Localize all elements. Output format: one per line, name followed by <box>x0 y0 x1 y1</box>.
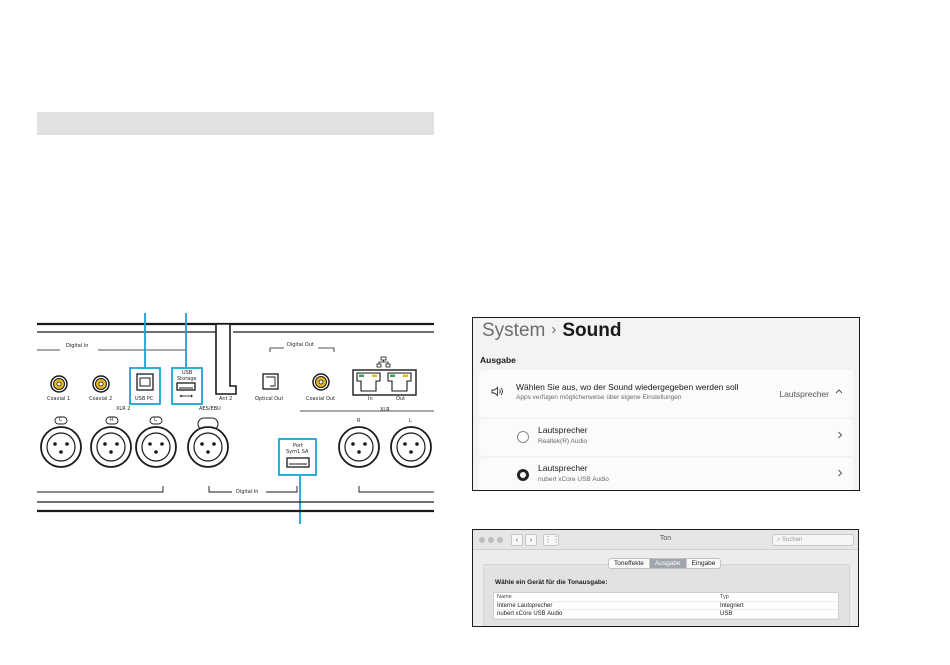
label-network-in: In <box>368 396 373 402</box>
minimize-window-button[interactable] <box>488 537 494 543</box>
label-port: Port <box>293 443 303 449</box>
device-type: Integriert <box>720 602 744 609</box>
device-detail: nubert xCore USB Audio <box>538 476 609 483</box>
label-digital-out: Digital Out <box>287 342 314 348</box>
macos-sound-preferences: ‹ › ⋮⋮ Ton ⌕ Suchen Toneffekte Ausgabe E… <box>472 529 859 627</box>
label-xlr2: XLR 2 <box>116 406 131 412</box>
back-button[interactable]: ‹ <box>511 534 523 546</box>
device-name: Interne Lautsprecher <box>497 602 553 609</box>
page-title: Sound <box>562 320 622 341</box>
chevron-right-icon[interactable] <box>837 431 843 442</box>
rear-panel-drawing <box>37 313 434 524</box>
device-row-realtek[interactable]: Lautsprecher Realtek(R) Audio <box>479 419 853 456</box>
label-xlr: XLR <box>380 407 390 413</box>
breadcrumb-system[interactable]: System <box>482 320 546 341</box>
title-bar: ‹ › ⋮⋮ Ton ⌕ Suchen <box>473 530 858 550</box>
choose-output-label: Wähle ein Gerät für die Tonausgabe: <box>495 579 608 586</box>
grid-icon[interactable]: ⋮⋮ <box>543 534 560 546</box>
search-icon: ⌕ <box>777 537 781 543</box>
label-coaxial-2: Coaxial 2 <box>89 396 113 402</box>
device-row-nubert[interactable]: Lautsprecher nubert xCore USB Audio <box>479 458 853 490</box>
column-name[interactable]: Name <box>497 594 512 600</box>
radio-nubert-selected[interactable] <box>517 469 529 481</box>
tab-output[interactable]: Ausgabe <box>649 559 687 568</box>
label-usb-pc: USB PC <box>135 396 154 402</box>
forward-button[interactable]: › <box>525 534 537 546</box>
label-l: L <box>154 417 157 423</box>
output-device-table: Name Typ Interne Lautsprecher Integriert… <box>493 592 839 620</box>
label-usb-storage-1: USB <box>182 370 193 376</box>
label-xlr2-r: R <box>110 417 114 423</box>
device-detail: Realtek(R) Audio <box>538 438 588 445</box>
output-device-selector[interactable]: Wählen Sie aus, wo der Sound wiedergegeb… <box>479 370 853 417</box>
label-aes-ebu: AES/EBU <box>199 406 221 412</box>
label-network-out: Out <box>396 396 406 402</box>
network-icon <box>376 356 391 368</box>
windows-sound-settings: System › Sound Ausgabe Wählen Sie aus, wo … <box>472 317 860 491</box>
tab-bar: Toneffekte Ausgabe Eingabe <box>608 558 722 569</box>
chevron-right-icon[interactable] <box>837 469 843 480</box>
tab-effects[interactable]: Toneffekte <box>609 559 650 568</box>
label-digital-in-bottom: Digital In <box>236 489 259 495</box>
zoom-window-button[interactable] <box>497 537 503 543</box>
window-title: Ton <box>659 535 672 542</box>
label-port-sym: Sym1 SA <box>286 449 309 455</box>
column-type[interactable]: Typ <box>720 594 729 600</box>
table-row[interactable]: nubert xCore USB Audio USB <box>494 610 838 619</box>
search-input[interactable]: ⌕ Suchen <box>772 534 854 546</box>
usb-icon <box>180 394 193 398</box>
device-name: Lautsprecher <box>538 463 588 473</box>
label-ant2: Ant 2 <box>219 396 233 402</box>
device-name: nubert xCore USB Audio <box>497 611 563 617</box>
close-window-button[interactable] <box>479 537 485 543</box>
breadcrumb: System › Sound <box>482 320 621 342</box>
choose-subtitle: Apps verfügen möglicherweise über eigene… <box>516 394 682 401</box>
search-placeholder: Suchen <box>782 537 803 543</box>
label-xlr-out-l: L <box>409 418 412 424</box>
label-usb-storage-2: Storage <box>177 376 197 382</box>
device-name: Lautsprecher <box>538 425 588 435</box>
gray-bar <box>37 112 434 135</box>
breadcrumb-separator: › <box>551 321 557 338</box>
device-type: USB <box>720 611 733 617</box>
rear-panel-diagram: Digital In Digital Out Digital In Coaxia… <box>0 310 440 530</box>
chevron-up-icon[interactable] <box>835 386 843 397</box>
label-coaxial-out: Coaxial Out <box>306 396 336 402</box>
label-xlr2-l: L <box>59 417 62 423</box>
label-coaxial-1: Coaxial 1 <box>47 396 71 402</box>
label-digital-in-top: Digital In <box>66 343 89 349</box>
section-heading-output: Ausgabe <box>480 355 516 365</box>
label-optical-out: Optical Out <box>255 396 284 402</box>
label-xlr-out-r: R <box>357 418 361 424</box>
tab-input[interactable]: Eingabe <box>691 560 716 567</box>
choose-title: Wählen Sie aus, wo der Sound wiedergegeb… <box>516 382 739 392</box>
table-header: Name Typ <box>494 593 838 602</box>
current-output-value: Lautsprecher <box>779 389 829 399</box>
table-row[interactable]: Interne Lautsprecher Integriert <box>494 602 838 610</box>
speaker-icon <box>491 386 504 400</box>
radio-realtek[interactable] <box>517 431 529 443</box>
